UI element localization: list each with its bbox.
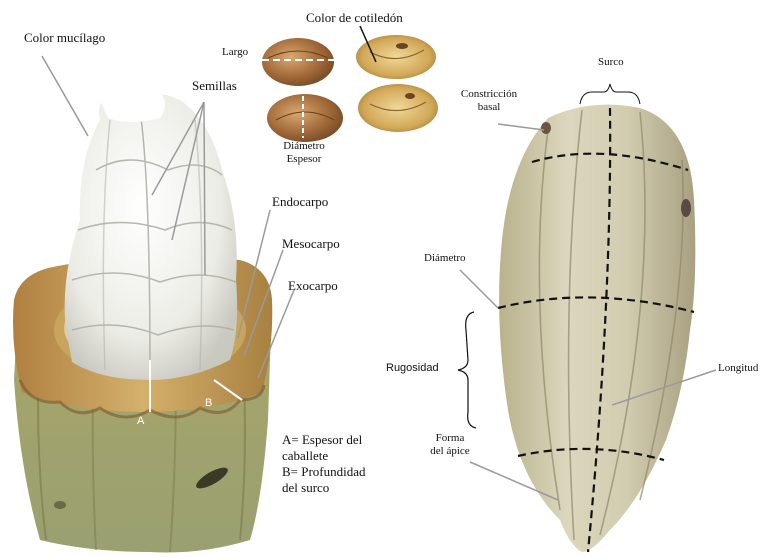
pulp-seeds (65, 92, 238, 380)
legend-line-3: B= Profundidad (282, 464, 366, 480)
seed-cut-top (356, 35, 436, 79)
seed-whole-top (262, 38, 334, 86)
label-color-cotiledon: Color de cotiledón (306, 10, 403, 25)
label-forma: Forma (420, 432, 480, 445)
label-diametro-small: Diámetro (280, 140, 328, 153)
label-basal: basal (454, 101, 524, 114)
rugosidad-brace (458, 312, 476, 428)
label-constriccion: Constricción (454, 88, 524, 101)
label-surco: Surco (598, 56, 624, 69)
seed-whole-bottom (267, 94, 343, 142)
label-del-apice: del ápice (420, 445, 480, 458)
seed-cut-bottom (358, 84, 438, 132)
label-semillas: Semillas (192, 78, 237, 93)
leader-diametro (460, 270, 498, 308)
label-espesor-small: Espesor (280, 153, 328, 166)
legend-line-2: caballete (282, 448, 366, 464)
label-longitud: Longitud (718, 362, 758, 375)
cut-pod-illustration (13, 87, 272, 552)
label-constriccion-basal: Constricción basal (454, 88, 524, 114)
legend-line-1: A= Espesor del (282, 432, 366, 448)
legend-line-4: del surco (282, 480, 366, 496)
label-rugosidad: Rugosidad (386, 362, 439, 375)
surco-bracket (580, 84, 640, 104)
label-diametro: Diámetro (424, 252, 466, 265)
leader-constriccion (498, 124, 544, 130)
label-marker-a: A (137, 414, 144, 429)
seed-samples (262, 35, 438, 142)
label-forma-apice: Forma del ápice (420, 432, 480, 458)
label-largo: Largo (222, 46, 248, 59)
measure-legend: A= Espesor del caballete B= Profundidad … (282, 432, 366, 496)
label-color-mucilago: Color mucílago (24, 30, 105, 45)
whole-pod-illustration (499, 105, 695, 552)
label-mesocarpo: Mesocarpo (282, 236, 340, 251)
label-endocarpo: Endocarpo (272, 194, 328, 209)
whole-pod-body (499, 105, 695, 552)
label-marker-b: B (205, 396, 212, 411)
leader-semillas-3 (204, 102, 205, 275)
label-exocarpo: Exocarpo (288, 278, 338, 293)
leader-color-mucilago (42, 56, 88, 136)
label-diametro-espesor: Diámetro Espesor (280, 140, 328, 166)
